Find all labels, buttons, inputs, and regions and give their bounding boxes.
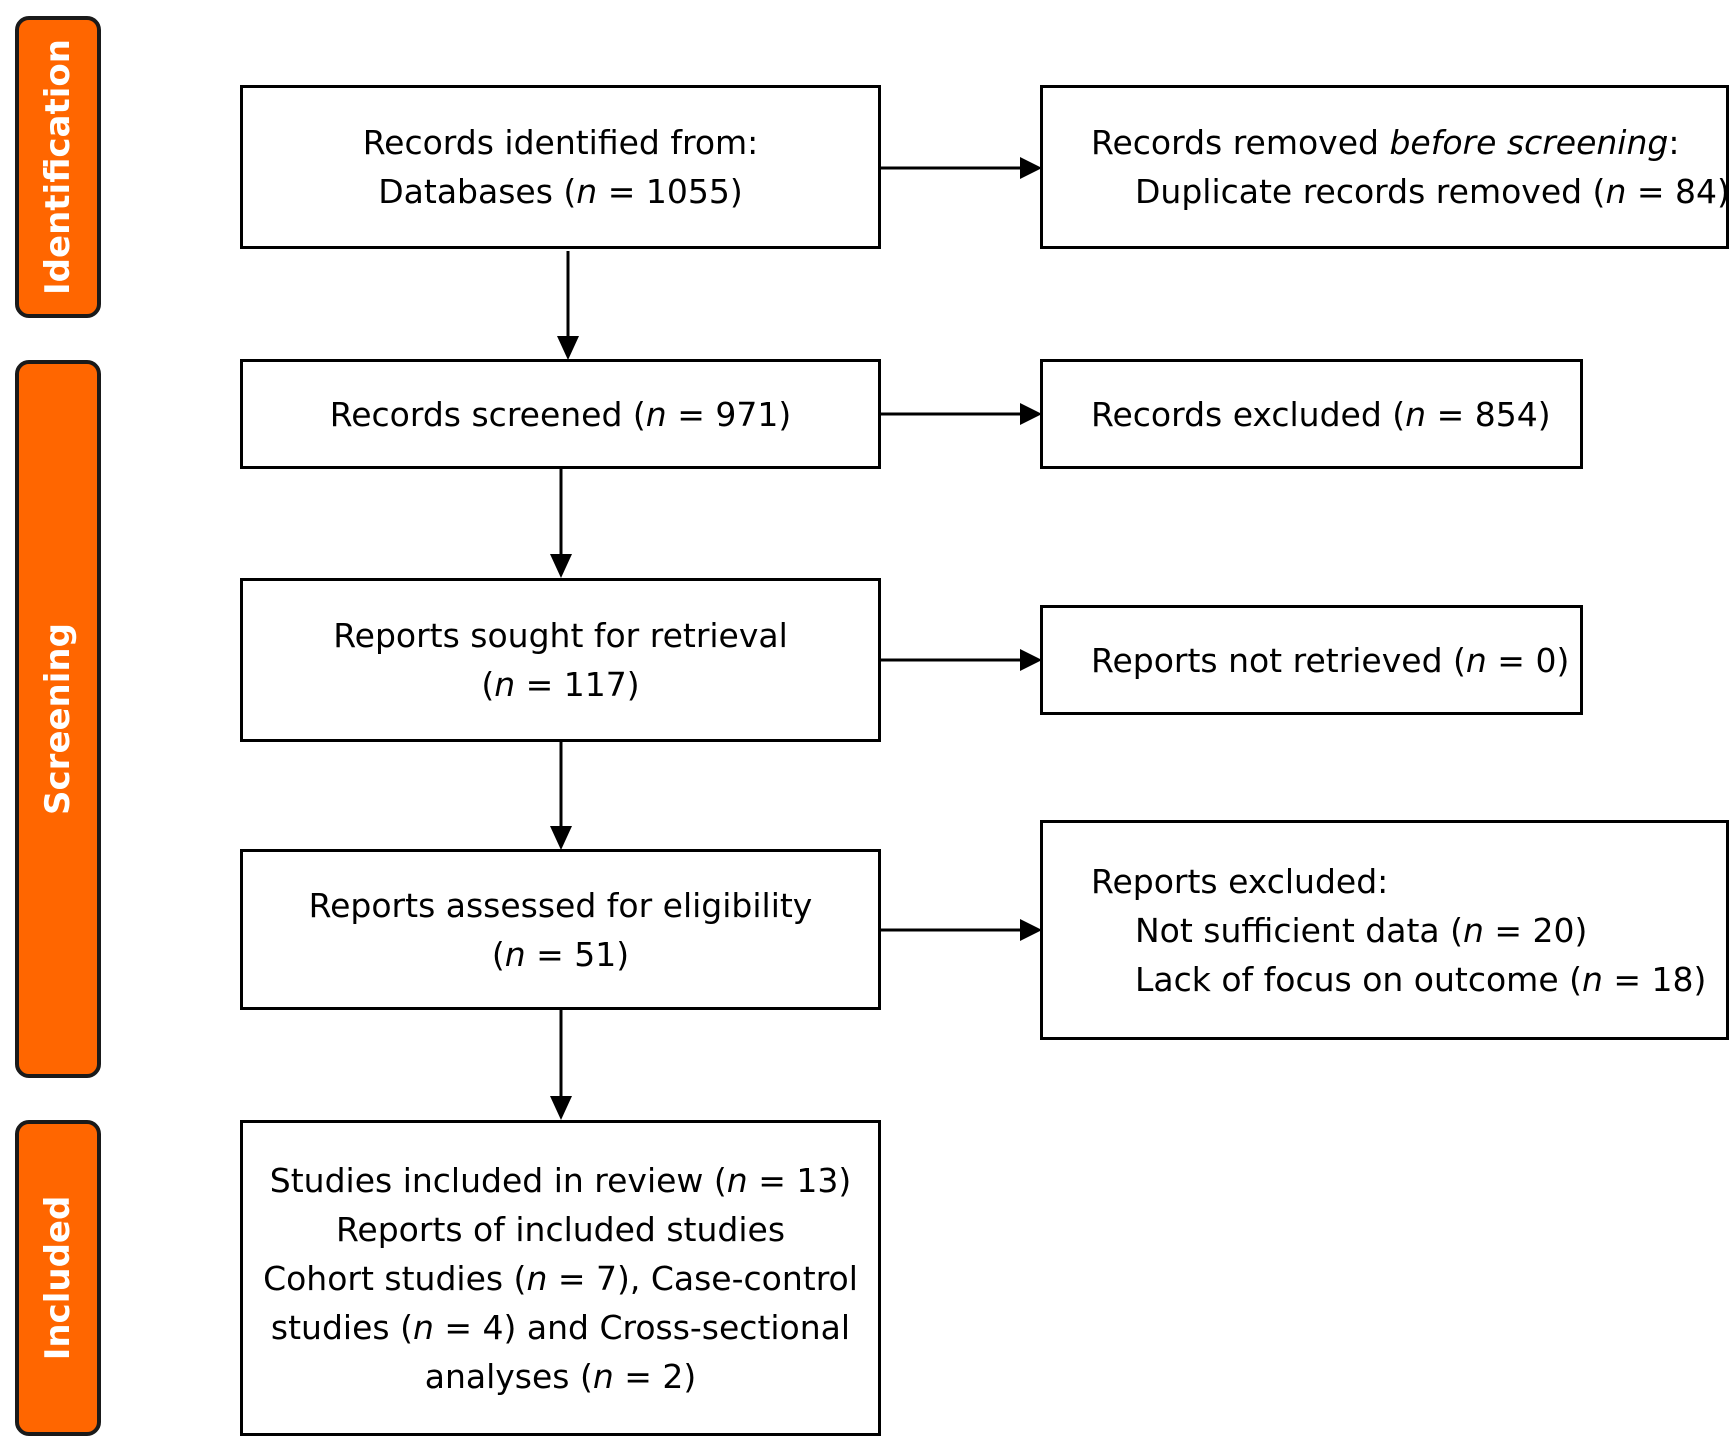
duplicate-records-removed: Duplicate records removed (n = 84)	[1135, 172, 1730, 211]
reports-assessed-title: Reports assessed for eligibility	[308, 885, 813, 925]
studies-included-line-4: studies (n = 4) and Cross-sectional	[270, 1307, 851, 1347]
box-records-identified: Records identified from: Databases (n = …	[240, 85, 881, 249]
reports-sought-title: Reports sought for retrieval	[333, 616, 788, 655]
arrowhead-screened	[557, 336, 579, 360]
arrowhead-removed	[1020, 157, 1042, 179]
records-identified-databases: Databases (n = 1055)	[378, 172, 743, 211]
box-studies-included: Studies included in review (n = 13) Repo…	[240, 1120, 881, 1436]
arrowhead-excluded	[1020, 403, 1042, 425]
reports-excluded-title: Reports excluded:	[1091, 861, 1389, 901]
records-identified-title: Records identified from:	[362, 123, 759, 162]
reports-assessed-count: (n = 51)	[491, 934, 630, 974]
box-records-screened: Records screened (n = 971)	[240, 359, 881, 469]
studies-included-line-5: analyses (n = 2)	[424, 1356, 697, 1396]
reports-excluded-reason-1: Not sufficient data (n = 20)	[1135, 910, 1588, 950]
box-reports-not-retrieved: Reports not retrieved (n = 0)	[1040, 605, 1583, 715]
phase-screening: Screening	[15, 360, 101, 1078]
records-excluded-text: Records excluded (n = 854)	[1091, 394, 1551, 434]
records-removed-title: Records removed before screening:	[1091, 123, 1680, 162]
reports-excluded-reason-2: Lack of focus on outcome (n = 18)	[1135, 959, 1707, 999]
studies-included-line-2: Reports of included studies	[335, 1209, 786, 1249]
box-reports-sought: Reports sought for retrieval (n = 117)	[240, 578, 881, 742]
arrowhead-reports-excluded	[1020, 919, 1042, 941]
phase-identification: Identification	[15, 16, 101, 318]
reports-not-retrieved-text: Reports not retrieved (n = 0)	[1091, 640, 1570, 680]
phase-included: Included	[15, 1120, 101, 1436]
arrowhead-sought	[550, 554, 572, 578]
arrowhead-not-retrieved	[1020, 649, 1042, 671]
arrowhead-included	[550, 1096, 572, 1120]
box-records-removed: Records removed before screening: Duplic…	[1040, 85, 1730, 249]
box-reports-assessed: Reports assessed for eligibility (n = 51…	[240, 849, 881, 1010]
box-records-excluded: Records excluded (n = 854)	[1040, 359, 1583, 469]
arrowhead-assessed	[550, 826, 572, 850]
box-reports-excluded: Reports excluded: Not sufficient data (n…	[1040, 820, 1729, 1040]
records-screened-text: Records screened (n = 971)	[329, 394, 792, 434]
reports-sought-count: (n = 117)	[481, 665, 640, 704]
studies-included-line-1: Studies included in review (n = 13)	[269, 1160, 852, 1200]
studies-included-line-3: Cohort studies (n = 7), Case-control	[263, 1258, 858, 1298]
